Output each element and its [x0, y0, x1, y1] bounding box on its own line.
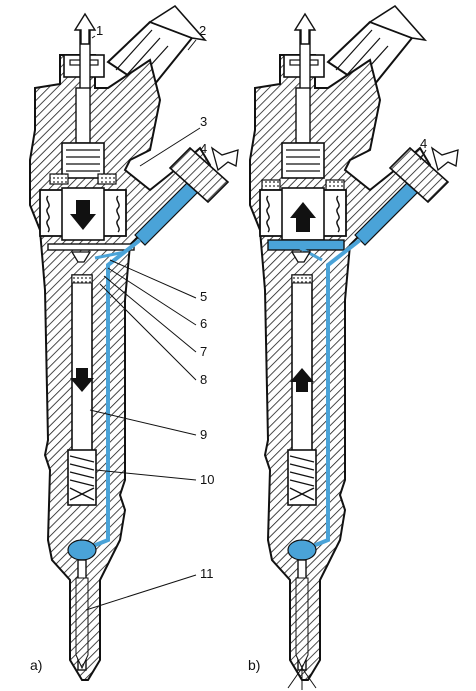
- callout-8: 8: [200, 372, 207, 387]
- solenoid-chamber-a: [39, 142, 135, 251]
- callout-4-b: 4: [420, 136, 427, 151]
- callout-4-a: 4: [200, 141, 207, 156]
- arrow-up-outline-icon: [73, 12, 97, 45]
- callout-10: 10: [200, 472, 214, 487]
- nozzle-spring-a: [67, 449, 97, 506]
- valve-rod-b: [295, 87, 311, 144]
- callout-11: 11: [200, 566, 214, 581]
- arrow-up-outline-icon: [293, 12, 317, 45]
- spray-lines: [287, 667, 317, 690]
- callout-7: 7: [200, 344, 207, 359]
- callout-3: 3: [200, 114, 207, 129]
- solenoid-chamber-b: [259, 142, 347, 251]
- arrow-up-icon: [290, 202, 316, 232]
- callout-leaders-b: [419, 149, 427, 161]
- callout-5: 5: [200, 289, 207, 304]
- callout-9: 9: [200, 427, 207, 442]
- control-plunger-a: [70, 251, 94, 456]
- callout-2: 2: [199, 23, 206, 38]
- panel-label-a: a): [30, 657, 42, 673]
- fuel-inlet-b: [354, 146, 459, 246]
- callout-1: 1: [96, 23, 103, 38]
- injector-panel-b: 4 b): [248, 4, 459, 690]
- nozzle-b: [287, 539, 317, 690]
- arrow-down-icon: [70, 200, 96, 230]
- arrow-down-icon: [70, 368, 94, 392]
- callout-6: 6: [200, 316, 207, 331]
- nozzle-a: [67, 539, 97, 671]
- arrow-left-outline-icon: [210, 146, 239, 172]
- return-port-a: [63, 12, 105, 91]
- valve-rod-a: [75, 87, 91, 144]
- panel-label-b: b): [248, 657, 260, 673]
- fuel-inlet-a: [134, 146, 239, 246]
- arrow-left-outline-icon: [430, 146, 459, 172]
- arrow-up-icon: [290, 368, 314, 392]
- injector-body-b: [249, 54, 432, 681]
- callout-leaders-a: [85, 35, 201, 611]
- nozzle-spring-b: [287, 449, 317, 506]
- control-plunger-b: [290, 251, 314, 456]
- fuel-channel-b: [307, 238, 362, 550]
- injector-panel-a: 1 2 3 4 5 6 7 8 9 10 11 a): [29, 4, 239, 681]
- return-port-b: [283, 12, 325, 91]
